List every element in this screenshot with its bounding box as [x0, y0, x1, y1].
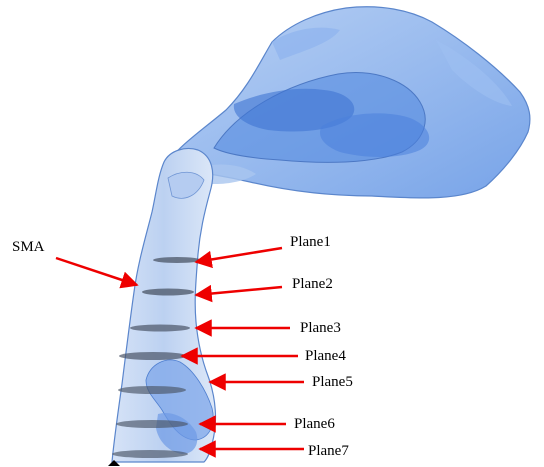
- arrow-plane1: [196, 248, 282, 262]
- label-sma: SMA: [12, 239, 45, 255]
- pharynx: [112, 149, 215, 463]
- label-plane2: Plane2: [292, 276, 333, 292]
- plane-slice-6: [116, 420, 188, 428]
- label-plane6: Plane6: [294, 416, 335, 432]
- plane-slice-7: [112, 450, 188, 458]
- arrow-sma: [56, 258, 137, 285]
- plane-slice-4: [119, 352, 187, 360]
- label-plane7: Plane7: [308, 443, 349, 459]
- label-plane3: Plane3: [300, 320, 341, 336]
- nasal-cavity: [164, 7, 530, 198]
- label-plane5: Plane5: [312, 374, 353, 390]
- arrow-plane2: [196, 287, 282, 295]
- plane-slice-1: [153, 257, 201, 263]
- plane-slice-3: [130, 325, 190, 332]
- label-plane1: Plane1: [290, 234, 331, 250]
- label-plane4: Plane4: [305, 348, 346, 364]
- plane-slice-2: [142, 289, 194, 296]
- plane-slice-5: [118, 386, 186, 394]
